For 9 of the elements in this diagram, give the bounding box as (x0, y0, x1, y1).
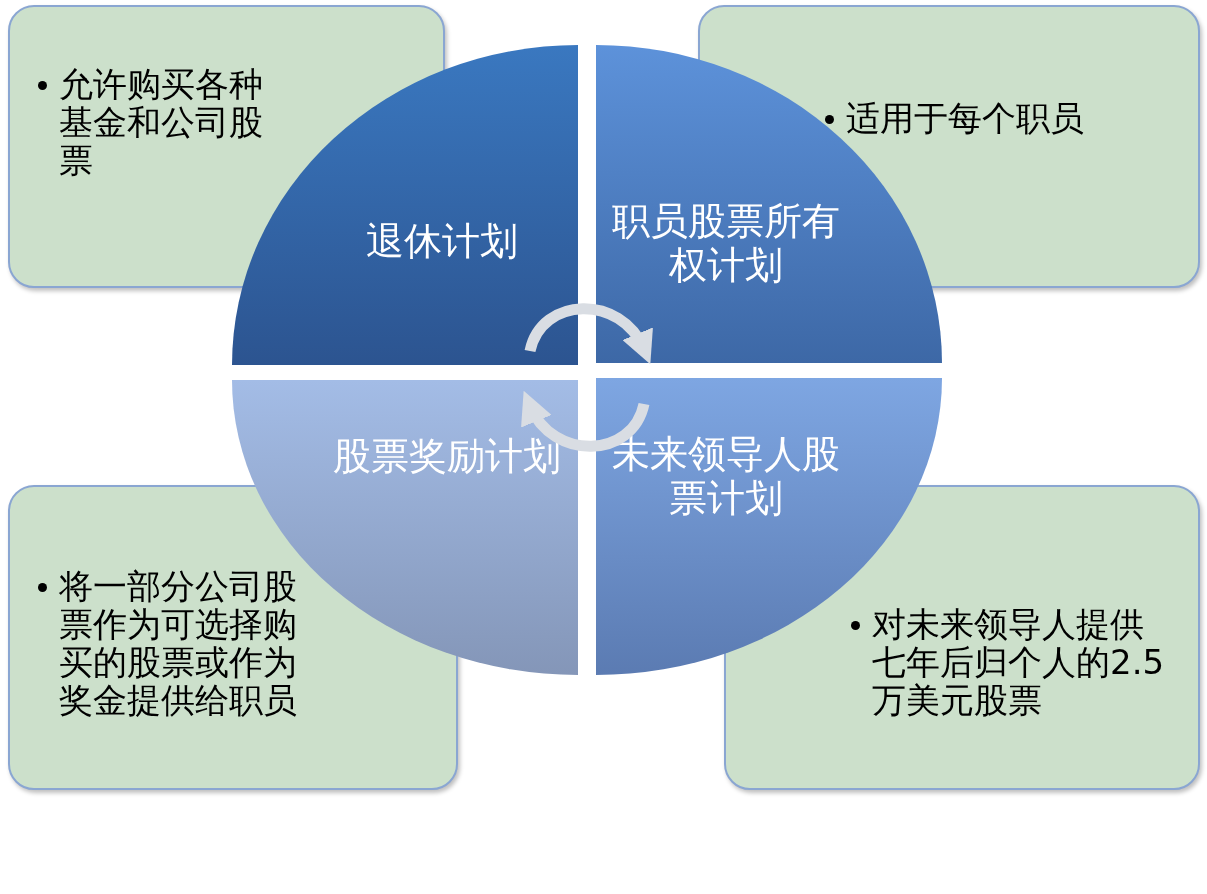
note-text: 将一部分公司股票作为可选择购买的股票或作为奖金提供给职员 (59, 567, 298, 720)
segment-label: 未来领导人股票计划 (611, 433, 841, 521)
note-text: 对未来领导人提供七年后归个人的2.5万美元股票 (872, 605, 1166, 720)
note-text: 适用于每个职员 (846, 99, 1084, 138)
curved-arrow (522, 391, 650, 452)
segment-label: 职员股票所有权计划 (611, 200, 841, 288)
segment-label: 退休计划 (365, 220, 519, 264)
note-text: 允许购买各种基金和公司股票 (59, 65, 264, 180)
segment-label: 股票奖励计划 (332, 435, 562, 479)
